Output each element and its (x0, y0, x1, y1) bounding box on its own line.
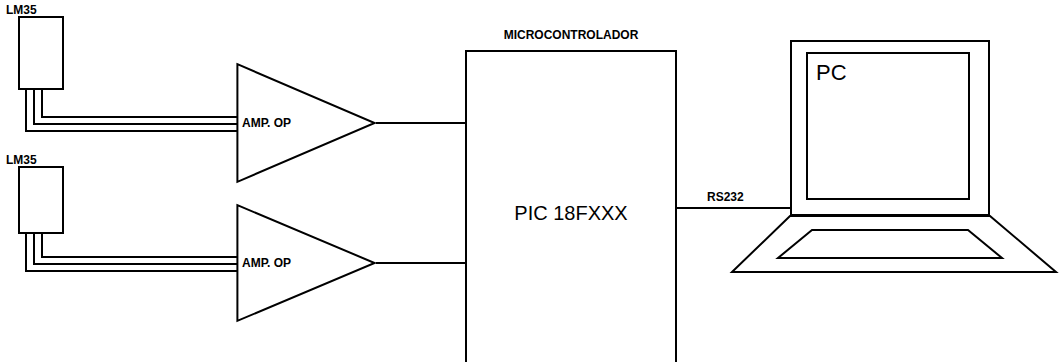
microcontroller-name: PIC 18FXXX (467, 202, 675, 225)
microcontroller-heading: MICROCONTROLADOR (504, 28, 639, 42)
connector (376, 123, 465, 124)
lm35-sensor: LM35 (18, 166, 64, 234)
lm35-sensor: LM35 (18, 16, 64, 90)
microcontroller-box: MICROCONTROLADORPIC 18FXXX (465, 50, 677, 362)
wire (26, 90, 237, 131)
connector (26, 234, 237, 271)
triangle-shape (237, 64, 374, 182)
wire (376, 262, 465, 264)
wire (677, 207, 790, 209)
laptop-keyboard (778, 230, 1002, 258)
op-amp-triangle: AMP. OP (236, 63, 376, 183)
pc-label: PC (816, 60, 847, 86)
op-amp-triangle: AMP. OP (236, 204, 376, 322)
sensor-label: LM35 (6, 3, 37, 17)
triangle-shape (237, 205, 374, 321)
wire (376, 122, 465, 124)
connector (26, 90, 237, 131)
wire (34, 90, 237, 124)
pc-screen: PC (790, 40, 990, 216)
edge-label: RS232 (705, 190, 746, 204)
laptop-base-outline (732, 216, 1056, 272)
amp-label: AMP. OP (242, 116, 291, 130)
sensor-label: LM35 (6, 153, 37, 167)
wire (42, 234, 237, 257)
connector (376, 263, 465, 264)
amp-label: AMP. OP (242, 256, 291, 270)
screen-inner: PC (806, 52, 970, 200)
wire (34, 234, 237, 264)
wire (42, 90, 237, 117)
wire (26, 234, 237, 271)
connector (677, 208, 790, 209)
